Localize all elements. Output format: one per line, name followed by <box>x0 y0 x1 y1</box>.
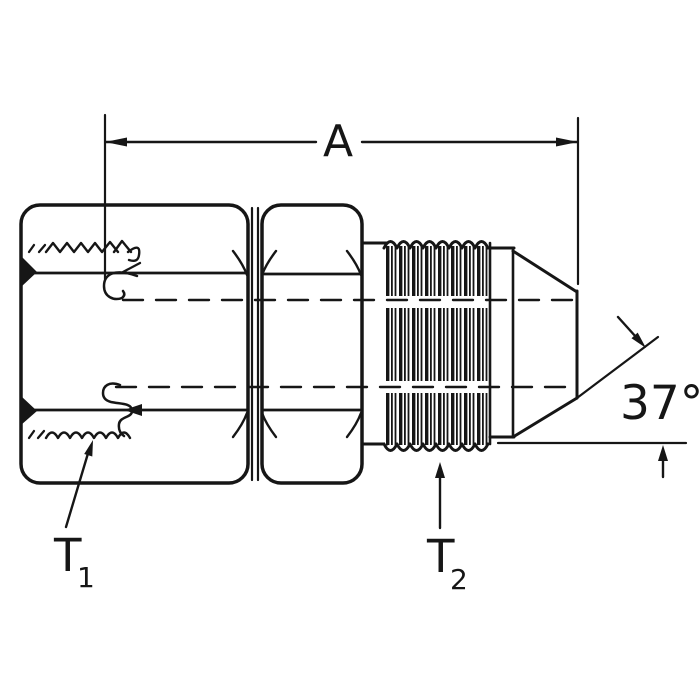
chamfer-arc-upper-right <box>231 249 249 277</box>
hidden-bore-centerlines <box>114 298 579 389</box>
center-hex-chamfer-ur <box>345 249 363 277</box>
runout-wedge-lower <box>124 404 142 416</box>
thread-band-middle <box>385 308 489 381</box>
internal-thread-zigzag-lower <box>44 431 132 440</box>
flare-cone-nose <box>488 246 579 439</box>
angle-leader-arrowhead <box>631 332 646 348</box>
thread-band-lower <box>385 393 489 445</box>
chamfer-wedge-upper-left <box>21 256 37 287</box>
break-line-hook-upper <box>102 271 139 301</box>
t1-leader-line <box>64 448 91 529</box>
thread-band-upper <box>385 246 489 296</box>
dimension-a-label: A <box>323 116 353 167</box>
baseline-arrowhead <box>658 445 668 461</box>
break-line-squiggle-lower <box>101 382 134 438</box>
t2-arrowhead <box>435 462 445 478</box>
thread-crests-bottom <box>382 442 490 452</box>
thread-callout-t2: T 2 <box>426 462 468 596</box>
chamfer-wedge-lower-left <box>21 396 37 425</box>
center-hex-body <box>260 203 364 485</box>
t1-subscript: 1 <box>77 561 95 594</box>
cone-edge-top <box>511 249 579 294</box>
center-hex-chamfer-ul <box>260 249 278 277</box>
dimension-a: A <box>103 113 580 286</box>
dimension-arrowhead-left <box>105 137 127 147</box>
female-swivel-nut <box>19 203 250 485</box>
t2-label: T <box>426 530 455 583</box>
angle-leader-line <box>616 315 638 339</box>
t1-label: T <box>53 529 82 582</box>
internal-thread-zigzag-upper <box>44 239 133 254</box>
thread-runout-hook-upper <box>126 246 141 263</box>
internal-thread-ticks-lower <box>27 429 46 440</box>
center-hex-chamfer-lr <box>345 411 363 439</box>
neck-groove <box>250 206 260 482</box>
cone-edge-bottom <box>511 396 579 439</box>
thread-callout-t1: T 1 <box>53 440 95 594</box>
dimension-arrowhead-right <box>556 137 578 147</box>
flare-angle-label: 37° <box>620 376 700 431</box>
swivel-nut-outline <box>19 203 250 485</box>
internal-thread-ticks-upper <box>27 243 47 254</box>
center-hex-outline <box>260 203 364 485</box>
t2-subscript: 2 <box>450 563 468 596</box>
male-thread-section <box>360 240 492 452</box>
angle-reference-line <box>575 335 660 400</box>
angle-annotation-37deg: 37° <box>496 315 700 479</box>
t1-arrowhead <box>84 440 93 457</box>
runout-slash-upper <box>121 261 142 274</box>
center-hex-chamfer-ll <box>260 411 278 439</box>
thread-crests-top <box>382 240 490 250</box>
chamfer-arc-lower-right <box>231 411 249 439</box>
